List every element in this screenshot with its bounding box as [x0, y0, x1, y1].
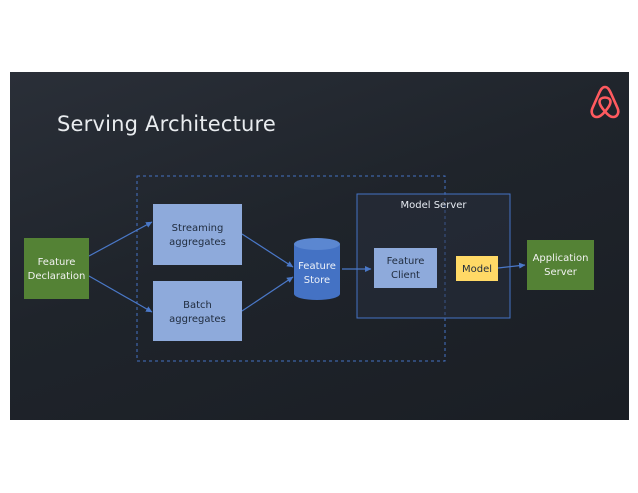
node-application-server: Application Server [527, 240, 594, 290]
node-model: Model [456, 256, 498, 281]
edge-streaming-to-feature-store [241, 233, 294, 268]
edge-feature-declaration-to-batch [88, 275, 153, 313]
feature-declaration-label-line2: Declaration [28, 271, 86, 282]
feature-store-label-line1: Feature [298, 261, 336, 272]
airbnb-logo-icon [590, 85, 620, 119]
edge-batch-to-feature-store [241, 276, 294, 312]
feature-declaration-label-line1: Feature [38, 257, 76, 268]
node-batch-aggregates: Batch aggregates [153, 281, 242, 341]
node-feature-declaration: Feature Declaration [24, 238, 89, 299]
feature-client-label-line1: Feature [387, 256, 425, 267]
streaming-aggregates-label-line1: Streaming [172, 223, 224, 234]
batch-aggregates-label-line2: aggregates [169, 314, 226, 325]
streaming-aggregates-label-line2: aggregates [169, 237, 226, 248]
node-feature-store: Feature Store [294, 238, 340, 300]
model-server-label: Model Server [401, 200, 468, 211]
edge-model-to-application-server [497, 262, 526, 269]
feature-client-label-line2: Client [391, 270, 420, 281]
application-server-label-line1: Application [533, 253, 589, 264]
model-label: Model [462, 264, 492, 275]
batch-aggregates-label-line1: Batch [183, 300, 212, 311]
node-streaming-aggregates: Streaming aggregates [153, 204, 242, 265]
edge-feature-declaration-to-streaming [88, 221, 153, 257]
slide: Serving Architecture Model Server Featur… [10, 72, 629, 420]
slide-title: Serving Architecture [57, 112, 277, 136]
feature-store-label-line2: Store [304, 275, 330, 286]
application-server-label-line2: Server [544, 267, 578, 278]
architecture-diagram: Model Server Feature Declaration Streami… [24, 175, 594, 362]
node-feature-client: Feature Client [374, 248, 437, 288]
